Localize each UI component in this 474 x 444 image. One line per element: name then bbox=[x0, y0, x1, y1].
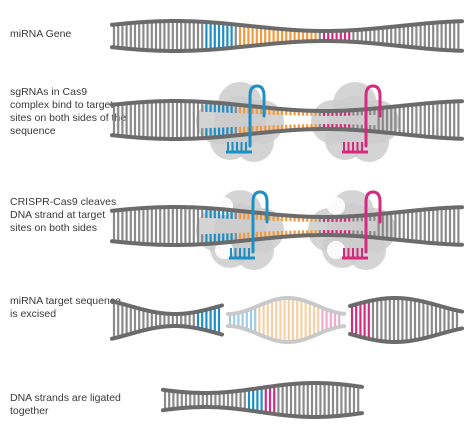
cleavage-site bbox=[327, 241, 345, 259]
excised-left-arm-backbone-bottom bbox=[110, 324, 224, 341]
step-1-label: miRNA Gene bbox=[10, 28, 72, 40]
gene-dna-backbone-bottom bbox=[110, 39, 464, 53]
excised-fragment-backbone-bottom bbox=[226, 324, 346, 344]
excised-right-arm-backbone-top bbox=[348, 296, 464, 314]
excised-fragment-backbone-top bbox=[226, 296, 346, 316]
excised-right-arm-backbone-bottom bbox=[348, 326, 464, 344]
bound-dna-backbone-bottom bbox=[110, 127, 464, 141]
cleavage-site bbox=[327, 197, 345, 215]
cleavage-site bbox=[215, 241, 233, 259]
cleaved-dna-backbone-top bbox=[110, 205, 464, 219]
gene-dna-backbone-top bbox=[110, 19, 464, 33]
step-2-label: sgRNAs in Cas9 complex bind to target si… bbox=[10, 86, 127, 137]
sgrna-layer bbox=[226, 84, 382, 260]
sgrna-right bbox=[364, 84, 382, 148]
cleaved-dna-backbone-bottom bbox=[110, 233, 464, 247]
step-4-label: miRNA target sequence is excised bbox=[10, 295, 121, 320]
ligated-dna-backbone-bottom bbox=[161, 405, 364, 419]
sgrna-left bbox=[248, 84, 266, 148]
step-5-label: DNA strands are ligated together bbox=[10, 392, 121, 417]
sgrna-right-cleave bbox=[364, 190, 382, 254]
dna-layer bbox=[110, 19, 464, 419]
excised-left-arm-backbone-top bbox=[110, 299, 224, 316]
cas9-complex-right bbox=[329, 96, 381, 148]
step-3-label: CRISPR-Cas9 cleaves DNA strand at target… bbox=[10, 196, 117, 234]
ligated-dna-backbone-top bbox=[161, 381, 364, 395]
sgrna-left-cleave bbox=[251, 190, 269, 254]
bound-dna-backbone-top bbox=[110, 99, 464, 113]
